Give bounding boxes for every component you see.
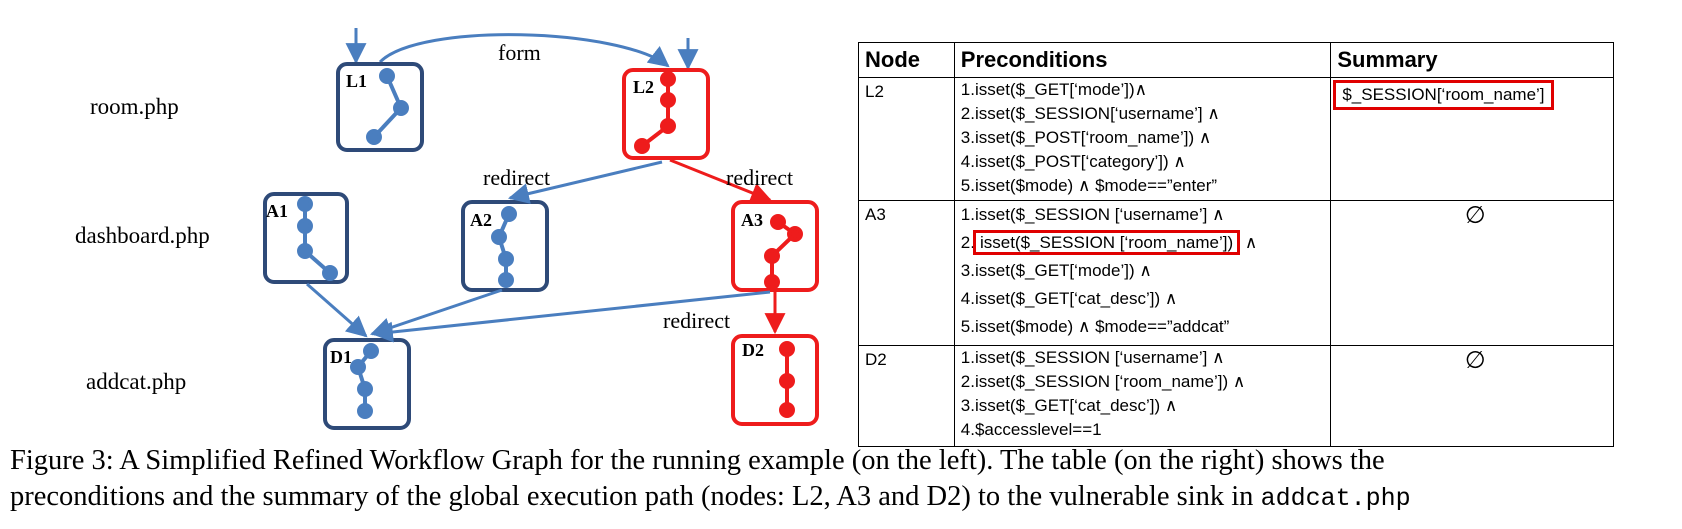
- precondition-highlight: isset($_SESSION [‘room_name’]): [972, 230, 1241, 255]
- precondition-line: 2.isset($_SESSION [‘room_name’]) ∧: [960, 372, 1246, 391]
- page-label-dashboard: dashboard.php: [75, 223, 210, 248]
- path-a3: [764, 214, 803, 290]
- node-box-d1: [323, 338, 411, 430]
- node-box-a1: [263, 192, 349, 284]
- precondition-suffix: ∧: [1240, 233, 1258, 252]
- precondition-line: 1.isset($_SESSION [‘username’] ∧: [960, 205, 1225, 224]
- precondition-line: 4.isset($_POST[‘category’]) ∧: [960, 152, 1186, 171]
- node-label-a3: A3: [741, 210, 763, 230]
- page-label-room: room.php: [90, 94, 179, 119]
- edge-a1-d1: [306, 282, 368, 338]
- node-box-d2: [731, 334, 819, 426]
- table-header-row: Node Preconditions Summary: [858, 42, 1614, 78]
- precondition-line: 3.isset($_POST[‘room_name’]) ∧: [960, 128, 1212, 147]
- precondition-line: 1.isset($_GET[‘mode’])∧: [960, 80, 1148, 99]
- node-label-d2: D2: [742, 340, 764, 360]
- path-a1: [297, 196, 338, 281]
- node-cell: D2: [858, 345, 955, 447]
- precondition-line: 4.$accesslevel==1: [960, 420, 1102, 439]
- path-l1: [366, 68, 409, 145]
- caption-code: addcat.php: [1260, 484, 1411, 513]
- node-cell: L2: [858, 77, 955, 201]
- preconditions-cell: 1.isset($_SESSION [‘username’] ∧ 2.isset…: [953, 345, 1332, 447]
- summary-cell: ∅: [1330, 200, 1614, 346]
- table-row: L2 1.isset($_GET[‘mode’])∧ 2.isset($_SES…: [858, 77, 1614, 201]
- table-row: D2 1.isset($_SESSION [‘username’] ∧ 2.is…: [858, 345, 1614, 447]
- edge-label-redirect-l2-a3: redirect: [726, 165, 793, 190]
- edge-form-l1-l2: [378, 33, 670, 68]
- summary-cell: $_SESSION[‘room_name’]: [1330, 77, 1614, 201]
- node-label-d1: D1: [330, 347, 352, 367]
- node-label-a1: A1: [266, 201, 288, 221]
- edge-label-form: form: [498, 40, 541, 65]
- path-l2: [634, 71, 676, 154]
- caption-line-2-text: preconditions and the summary of the glo…: [10, 481, 1261, 512]
- header-node: Node: [858, 42, 955, 78]
- precondition-line: 5.isset($mode) ∧ $mode==”enter”: [960, 176, 1218, 195]
- node-box-a3: [731, 200, 819, 292]
- node-label-l1: L1: [346, 71, 367, 91]
- edge-label-redirect-a3-d2: redirect: [663, 308, 730, 333]
- header-summary: Summary: [1330, 42, 1614, 78]
- edge-l2-a2: [507, 160, 663, 204]
- page-label-addcat: addcat.php: [86, 369, 186, 394]
- header-preconditions: Preconditions: [953, 42, 1332, 78]
- edge-l2-a3: [669, 158, 772, 203]
- node-box-l2: [622, 68, 710, 160]
- path-d2: [779, 341, 795, 418]
- node-box-l1: [336, 62, 424, 152]
- node-label-a2: A2: [470, 210, 492, 230]
- preconditions-cell: 1.isset($_SESSION [‘username’] ∧ 2.isset…: [953, 200, 1332, 346]
- precondition-number: 2.: [960, 233, 975, 252]
- precondition-line: 5.isset($mode) ∧ $mode==”addcat”: [960, 317, 1230, 336]
- precondition-line: 3.isset($_GET[‘mode’]) ∧: [960, 261, 1152, 280]
- workflow-graph: room.php dashboard.php addcat.php form L…: [75, 28, 819, 430]
- summary-highlight: $_SESSION[‘room_name’]: [1333, 80, 1554, 110]
- node-box-a2: [461, 200, 549, 292]
- edge-label-redirect-l2-a2: redirect: [483, 165, 550, 190]
- precondition-line: 1.isset($_SESSION [‘username’] ∧: [960, 348, 1225, 367]
- path-d1: [350, 343, 379, 419]
- precondition-line: 2.isset($_SESSION [‘room_name’]) ∧: [961, 229, 1331, 257]
- path-a2: [491, 206, 517, 288]
- figure-caption: Figure 3: A Simplified Refined Workflow …: [10, 443, 1675, 517]
- precondition-line: 2.isset($_SESSION[‘username’] ∧: [960, 104, 1220, 123]
- node-cell: A3: [858, 200, 955, 346]
- preconditions-table: Node Preconditions Summary L2 1.isset($_…: [858, 42, 1614, 447]
- preconditions-cell: 1.isset($_GET[‘mode’])∧ 2.isset($_SESSIO…: [953, 77, 1332, 201]
- table-row: A3 1.isset($_SESSION [‘username’] ∧ 2.is…: [858, 200, 1614, 346]
- precondition-line: 3.isset($_GET[‘cat_desc’]) ∧: [960, 396, 1178, 415]
- figure: room.php dashboard.php addcat.php form L…: [75, 28, 1614, 447]
- summary-cell: ∅: [1330, 345, 1614, 447]
- caption-line-2: preconditions and the summary of the glo…: [10, 479, 1675, 517]
- precondition-line: 4.isset($_GET[‘cat_desc’]) ∧: [960, 289, 1178, 308]
- node-label-l2: L2: [633, 77, 654, 97]
- caption-line-1: Figure 3: A Simplified Refined Workflow …: [10, 445, 1385, 476]
- edge-a3-d1: [371, 290, 771, 343]
